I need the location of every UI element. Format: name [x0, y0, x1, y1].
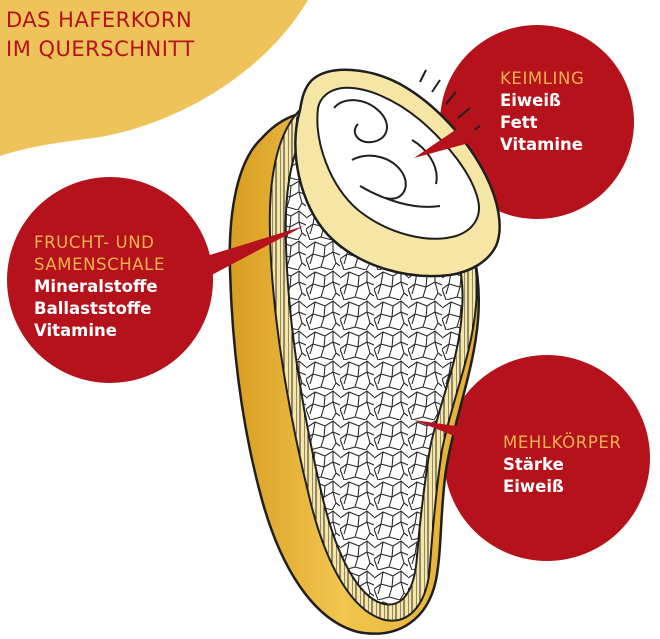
nutrient-item: Mineralstoffe [34, 276, 165, 298]
nutrient-item: Eiweiß [503, 476, 621, 498]
nutrient-item: Stärke [503, 454, 621, 476]
nutrient-item: Eiweiß [500, 90, 584, 112]
title-line-2: IM QUERSCHNITT [6, 35, 195, 64]
nutrient-item: Vitamine [34, 320, 165, 342]
callout-heading-fruchtschale: FRUCHT- UND SAMENSCHALE [34, 232, 165, 276]
nutrient-list-mehlkoerper: Stärke Eiweiß [503, 454, 621, 498]
callout-mehlkoerper: MEHLKÖRPER Stärke Eiweiß [503, 432, 621, 498]
callout-heading-keimling: KEIMLING [500, 68, 584, 90]
callout-fruchtschale: FRUCHT- UND SAMENSCHALE Mineralstoffe Ba… [34, 232, 165, 342]
nutrient-item: Ballaststoffe [34, 298, 165, 320]
heading-line-1: FRUCHT- UND [34, 232, 165, 254]
heading-line-2: SAMENSCHALE [34, 254, 165, 276]
nutrient-list-fruchtschale: Mineralstoffe Ballaststoffe Vitamine [34, 276, 165, 342]
nutrient-item: Vitamine [500, 134, 584, 156]
callout-heading-mehlkoerper: MEHLKÖRPER [503, 432, 621, 454]
nutrient-list-keimling: Eiweiß Fett Vitamine [500, 90, 584, 156]
callout-keimling: KEIMLING Eiweiß Fett Vitamine [500, 68, 584, 156]
page-title: DAS HAFERKORN IM QUERSCHNITT [6, 6, 195, 64]
title-line-1: DAS HAFERKORN [6, 6, 195, 35]
nutrient-item: Fett [500, 112, 584, 134]
